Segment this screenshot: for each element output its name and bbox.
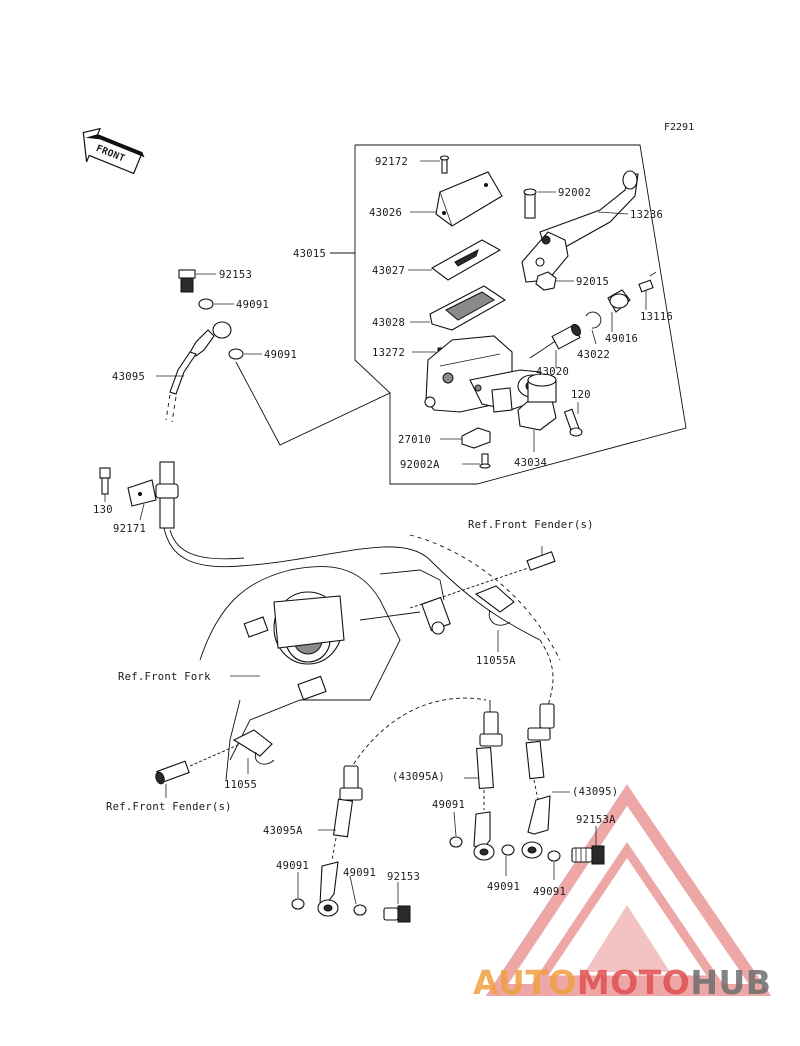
label-43026: 43026 — [369, 207, 402, 219]
bolt-130 — [99, 467, 111, 502]
label-43022: 43022 — [577, 349, 610, 361]
label-13116: 13116 — [640, 311, 673, 323]
label-92171: 92171 — [113, 523, 146, 535]
switch-13116 — [638, 271, 657, 310]
bolt-120 — [563, 402, 583, 437]
label-92153-bottom: 92153 — [387, 871, 420, 883]
label-43095A-paren: (43095A) — [392, 771, 445, 783]
label-49091-g: 49091 — [533, 886, 566, 898]
piston-43020 — [529, 323, 582, 368]
label-ref-front-fender-bottom: Ref.Front Fender(s) — [106, 801, 232, 813]
label-92002: 92002 — [558, 187, 591, 199]
washer-49091-g — [547, 850, 561, 880]
fender-rod-bottom — [155, 743, 241, 798]
svg-text:AUTOMOTOHUB: AUTOMOTOHUB — [473, 963, 771, 1002]
screw-92002A — [462, 453, 491, 469]
label-120: 120 — [571, 389, 591, 401]
label-130: 130 — [93, 504, 113, 516]
banjo-lower-right — [521, 841, 543, 859]
clamp-11055A — [474, 585, 515, 652]
front-direction-icon: FRONT — [82, 127, 145, 175]
reservoir-plate-43027 — [408, 239, 502, 281]
washer-49091-e — [349, 875, 367, 916]
banjo-lower-left — [317, 899, 339, 917]
boot-49016 — [607, 289, 631, 332]
screw-92172-icon — [420, 155, 450, 174]
hose-43095-right — [525, 639, 570, 835]
label-92153A: 92153A — [576, 814, 616, 826]
part-27010 — [440, 427, 491, 449]
clamp-11055 — [232, 729, 275, 774]
master-cylinder-body — [424, 335, 547, 413]
hose-43095 — [156, 321, 232, 423]
circlip-43022 — [585, 311, 602, 345]
nut-92015 — [535, 271, 574, 291]
label-43095: 43095 — [112, 371, 145, 383]
label-49091-e: 49091 — [343, 867, 376, 879]
hose-fitting-92171 — [127, 461, 179, 529]
label-13236: 13236 — [630, 209, 663, 221]
label-43095A: 43095A — [263, 825, 303, 837]
brake-hose-main — [163, 527, 561, 661]
washer-49091-b — [228, 348, 262, 360]
label-49016: 49016 — [605, 333, 638, 345]
banjo-bolt-92153A — [571, 826, 605, 865]
clamp-43034 — [517, 373, 557, 452]
fender-rod-top — [409, 546, 556, 609]
diaphragm-43028 — [410, 285, 507, 331]
hose-43095A-center — [464, 700, 503, 849]
label-43028: 43028 — [372, 317, 405, 329]
label-43020: 43020 — [536, 366, 569, 378]
banjo-bolt-92153-bottom — [383, 882, 411, 923]
label-43034: 43034 — [514, 457, 547, 469]
washer-49091-a — [198, 298, 234, 310]
brake-lever-13236 — [521, 170, 639, 283]
reservoir-cap-43026 — [410, 171, 503, 227]
label-43015: 43015 — [293, 248, 326, 260]
label-ref-front-fork: Ref.Front Fork — [118, 671, 211, 683]
label-92172: 92172 — [375, 156, 408, 168]
figure-code: F2291 — [664, 122, 694, 133]
pivot-bolt-92002 — [523, 188, 556, 219]
label-49091-f: 49091 — [487, 881, 520, 893]
washer-49091-d — [291, 872, 305, 910]
watermark-logo-icon — [485, 784, 772, 996]
label-49091-c: 49091 — [432, 799, 465, 811]
label-49091-d: 49091 — [276, 860, 309, 872]
banjo-bolt-92153-top — [178, 269, 216, 293]
label-11055A: 11055A — [476, 655, 516, 667]
washer-49091-f — [501, 844, 515, 876]
label-ref-front-fender-top: Ref.Front Fender(s) — [468, 519, 594, 531]
label-49091-a: 49091 — [236, 299, 269, 311]
watermark-part-auto: AUTO — [473, 963, 577, 1002]
label-11055: 11055 — [224, 779, 257, 791]
label-43095-paren: (43095) — [572, 786, 618, 798]
watermark-part-hub: HUB — [690, 963, 771, 1002]
watermark-part-moto: MOTO — [577, 963, 690, 1002]
label-13272: 13272 — [372, 347, 405, 359]
banjo-lower-center — [473, 843, 495, 861]
label-92153-top: 92153 — [219, 269, 252, 281]
label-92002A: 92002A — [400, 459, 440, 471]
master-cylinder-box — [235, 144, 687, 485]
label-49091-b: 49091 — [264, 349, 297, 361]
washer-49091-c — [449, 811, 463, 848]
label-43027: 43027 — [372, 265, 405, 277]
watermark-text: AUTOMOTOHUB — [473, 963, 771, 1002]
label-92015: 92015 — [576, 276, 609, 288]
front-fork-outline — [199, 566, 451, 781]
hose-43095A-left — [318, 697, 487, 905]
label-27010: 27010 — [398, 434, 431, 446]
